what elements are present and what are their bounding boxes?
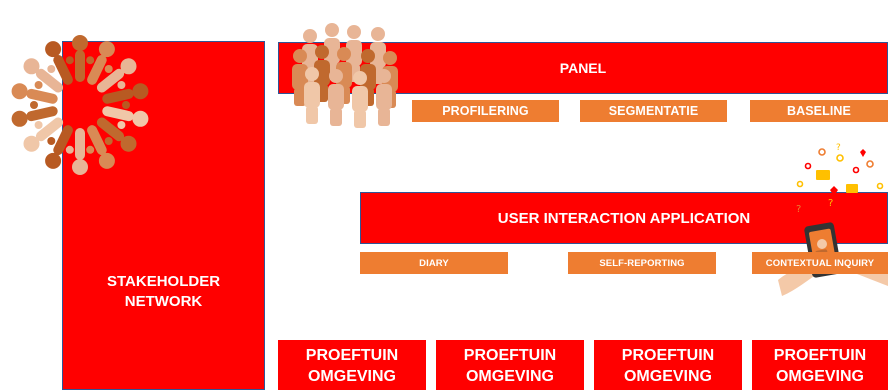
uia-item-self-reporting: SELF-REPORTING [568, 252, 716, 274]
uia-title: USER INTERACTION APPLICATION [497, 209, 751, 227]
phone-in-hand-icon: ? ? ? ? [778, 143, 888, 296]
uia-item-label: DIARY [419, 257, 449, 269]
panel-item-label: BASELINE [786, 104, 851, 118]
uia-item-diary: DIARY [360, 252, 508, 274]
uia-item-contextual-inquiry: CONTEXTUAL INQUIRY [752, 252, 888, 274]
user-interaction-application-box: USER INTERACTION APPLICATION [360, 192, 888, 244]
panel-title: PANEL [559, 60, 607, 76]
proeftuin-line2: OMGEVING [465, 368, 554, 385]
svg-text:?: ? [836, 143, 841, 153]
stakeholder-label-line2: NETWORK [124, 293, 203, 310]
panel-item-baseline: BASELINE [750, 100, 888, 122]
svg-text:?: ? [828, 198, 833, 209]
panel-item-segmentatie: SEGMENTATIE [580, 100, 727, 122]
svg-text:?: ? [864, 192, 869, 203]
panel-item-label: SEGMENTATIE [608, 104, 699, 118]
proeftuin-line1: PROEFTUIN [621, 347, 715, 364]
panel-item-profilering: PROFILERING [412, 100, 559, 122]
people-group-icon [292, 23, 398, 128]
proeftuin-line1: PROEFTUIN [305, 347, 399, 364]
proeftuin-box-1: PROEFTUIN OMGEVING [278, 340, 426, 390]
stakeholder-network-box: STAKEHOLDER NETWORK [62, 41, 265, 390]
proeftuin-box-4: PROEFTUIN OMGEVING [752, 340, 888, 390]
proeftuin-line2: OMGEVING [307, 368, 396, 385]
people-circle-icon [11, 35, 149, 175]
uia-item-label: CONTEXTUAL INQUIRY [765, 257, 875, 269]
panel-item-label: PROFILERING [442, 104, 529, 118]
proeftuin-line2: OMGEVING [775, 368, 864, 385]
proeftuin-box-2: PROEFTUIN OMGEVING [436, 340, 584, 390]
proeftuin-box-3: PROEFTUIN OMGEVING [594, 340, 742, 390]
proeftuin-line1: PROEFTUIN [773, 347, 867, 364]
proeftuin-line1: PROEFTUIN [463, 347, 557, 364]
uia-item-label: SELF-REPORTING [599, 257, 685, 269]
proeftuin-line2: OMGEVING [623, 368, 712, 385]
stakeholder-label-line1: STAKEHOLDER [106, 273, 221, 290]
svg-text:?: ? [796, 204, 801, 215]
